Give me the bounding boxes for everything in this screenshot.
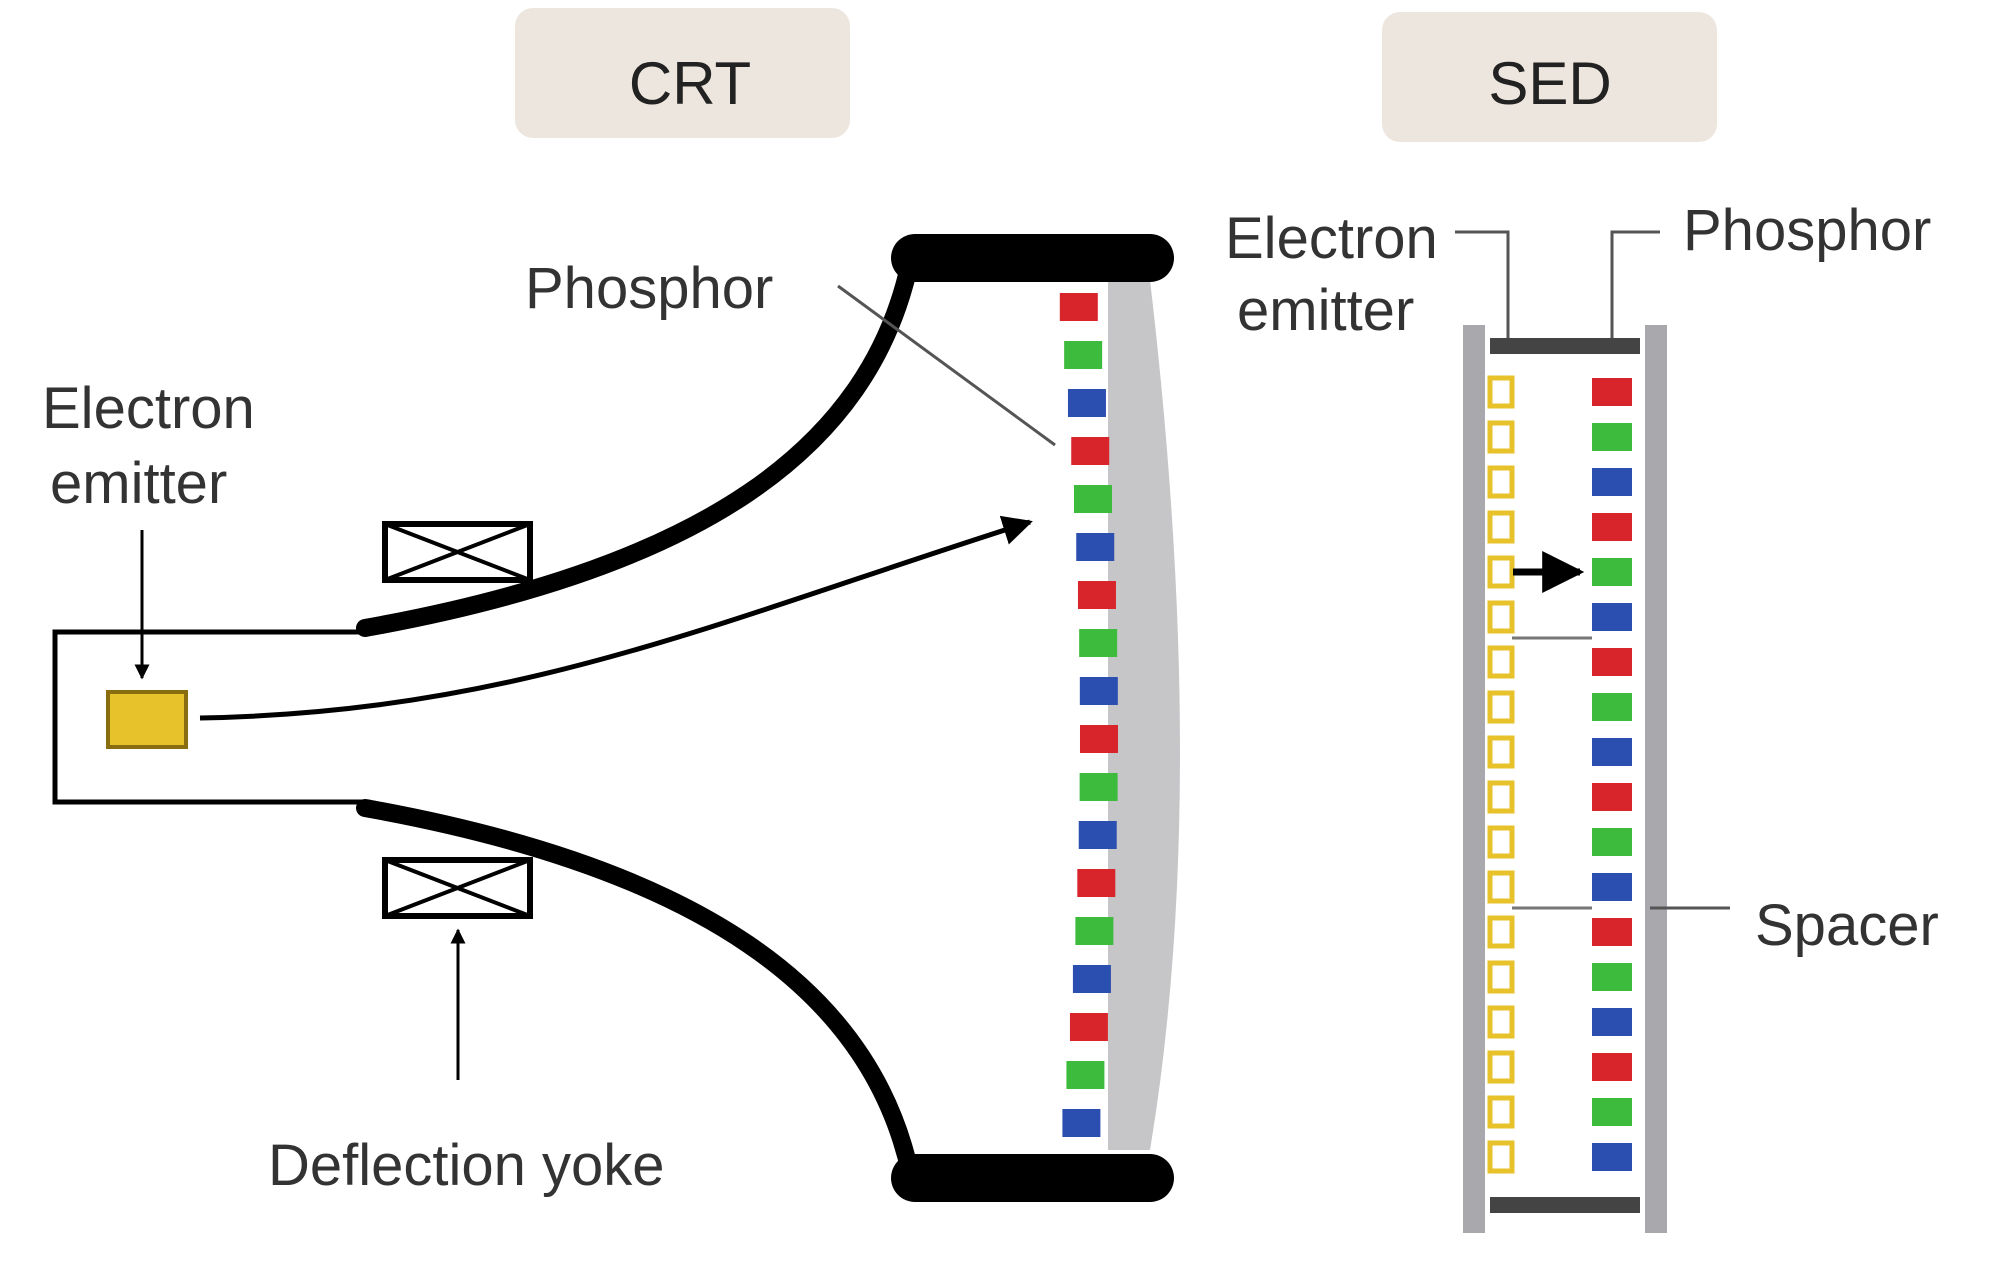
sed-phosphor-blue bbox=[1592, 1143, 1632, 1171]
sed-emitter-column bbox=[1487, 375, 1515, 1174]
sed-right-wall bbox=[1645, 325, 1667, 1233]
sed-phosphor-blue bbox=[1592, 468, 1632, 496]
crt-title: CRT bbox=[629, 50, 751, 117]
sed-panel: SED Electron emitter Phosphor Spacer bbox=[1225, 12, 1939, 1233]
sed-emitter bbox=[1487, 375, 1515, 409]
sed-phosphor-red bbox=[1592, 918, 1632, 946]
crt-electron-beam bbox=[199, 515, 1033, 721]
crt-phosphor-red bbox=[1071, 437, 1110, 465]
sed-phosphor-red bbox=[1592, 783, 1632, 811]
crt-phosphor-blue bbox=[1067, 389, 1106, 417]
sed-emitter bbox=[1487, 780, 1515, 814]
sed-emitter bbox=[1487, 1140, 1515, 1174]
sed-emitter bbox=[1487, 1005, 1515, 1039]
crt-phosphor-label: Phosphor bbox=[525, 256, 773, 321]
crt-electron-emitter-label-line1: Electron bbox=[42, 376, 255, 441]
sed-title: SED bbox=[1488, 50, 1611, 117]
sed-electron-emitter-label-line2: emitter bbox=[1237, 278, 1414, 343]
sed-spacer-label: Spacer bbox=[1755, 893, 1939, 958]
sed-phosphor-leader bbox=[1610, 230, 1660, 338]
sed-phosphor-blue bbox=[1592, 603, 1632, 631]
sed-left-wall bbox=[1463, 325, 1485, 1233]
crt-funnel-upper bbox=[356, 253, 919, 637]
sed-phosphor-red bbox=[1592, 648, 1632, 676]
crt-title-box bbox=[515, 8, 850, 138]
sed-emitter bbox=[1487, 465, 1515, 499]
sed-phosphor-blue bbox=[1592, 738, 1632, 766]
crt-deflection-yoke-upper bbox=[382, 521, 533, 583]
crt-phosphor-blue bbox=[1076, 533, 1115, 561]
sed-emitter bbox=[1487, 690, 1515, 724]
sed-phosphor-green bbox=[1592, 963, 1632, 991]
crt-phosphor-green bbox=[1075, 917, 1114, 945]
sed-phosphor-green bbox=[1592, 828, 1632, 856]
crt-electron-emitter-label: Electron bbox=[42, 376, 255, 441]
crt-electron-emitter bbox=[106, 690, 188, 749]
crt-electron-emitter-label-2: emitter bbox=[50, 451, 227, 516]
sed-phosphor-green bbox=[1592, 423, 1632, 451]
crt-neck bbox=[52, 629, 370, 805]
sed-electron-emitter-label-2: emitter bbox=[1237, 278, 1414, 343]
crt-phosphor-blue bbox=[1079, 677, 1118, 705]
crt-screen-glass bbox=[1108, 280, 1180, 1150]
sed-emitter bbox=[1487, 645, 1515, 679]
sed-phosphor-label: Phosphor bbox=[1683, 198, 1931, 263]
crt-phosphor-green bbox=[1079, 773, 1118, 801]
sed-emitter bbox=[1487, 825, 1515, 859]
sed-electron-emitter-leader bbox=[1455, 230, 1510, 338]
sed-phosphor-column bbox=[1592, 378, 1632, 1171]
sed-emitter bbox=[1487, 1050, 1515, 1084]
crt-phosphor-green bbox=[1064, 341, 1103, 369]
sed-emitter bbox=[1487, 510, 1515, 544]
crt-phosphor-blue bbox=[1062, 1109, 1101, 1137]
sed-emitter bbox=[1487, 600, 1515, 634]
crt-phosphor-red bbox=[1059, 293, 1098, 321]
sed-emitter bbox=[1487, 735, 1515, 769]
sed-phosphor-blue bbox=[1592, 873, 1632, 901]
sed-phosphor-green bbox=[1592, 558, 1632, 586]
sed-emitter bbox=[1487, 870, 1515, 904]
sed-phosphor-red bbox=[1592, 513, 1632, 541]
crt-phosphor-red bbox=[1069, 1013, 1108, 1041]
crt-electron-emitter-label-line2: emitter bbox=[50, 451, 227, 516]
sed-phosphor-green bbox=[1592, 693, 1632, 721]
crt-phosphor-green bbox=[1079, 629, 1118, 657]
sed-emitter bbox=[1487, 555, 1515, 589]
crt-phosphor-green bbox=[1066, 1061, 1105, 1089]
crt-phosphor-blue bbox=[1078, 821, 1117, 849]
crt-phosphor-column bbox=[1059, 293, 1118, 1137]
crt-deflection-yoke-label: Deflection yoke bbox=[268, 1133, 665, 1198]
sed-emitter bbox=[1487, 420, 1515, 454]
crt-panel: CRT Electron bbox=[42, 8, 1180, 1202]
sed-phosphor-red bbox=[1592, 378, 1632, 406]
sed-top-plate bbox=[1490, 338, 1640, 354]
sed-electron-emitter-label-1: Electron bbox=[1225, 206, 1438, 271]
crt-phosphor-leader bbox=[837, 284, 1056, 447]
crt-funnel-lower bbox=[356, 799, 919, 1181]
crt-deflection-yoke-lower bbox=[382, 857, 533, 919]
sed-phosphor-red bbox=[1592, 1053, 1632, 1081]
crt-phosphor-green bbox=[1074, 485, 1113, 513]
sed-emitter bbox=[1487, 915, 1515, 949]
sed-emitter bbox=[1487, 1095, 1515, 1129]
sed-phosphor-blue bbox=[1592, 1008, 1632, 1036]
crt-phosphor-red bbox=[1077, 869, 1116, 897]
crt-phosphor-red bbox=[1079, 725, 1118, 753]
sed-emitter bbox=[1487, 960, 1515, 994]
sed-bottom-plate bbox=[1490, 1197, 1640, 1213]
crt-phosphor-red bbox=[1077, 581, 1116, 609]
crt-phosphor-blue bbox=[1072, 965, 1111, 993]
sed-electron-emitter-label-line1: Electron bbox=[1225, 206, 1438, 271]
sed-title-box bbox=[1382, 12, 1717, 142]
sed-phosphor-green bbox=[1592, 1098, 1632, 1126]
